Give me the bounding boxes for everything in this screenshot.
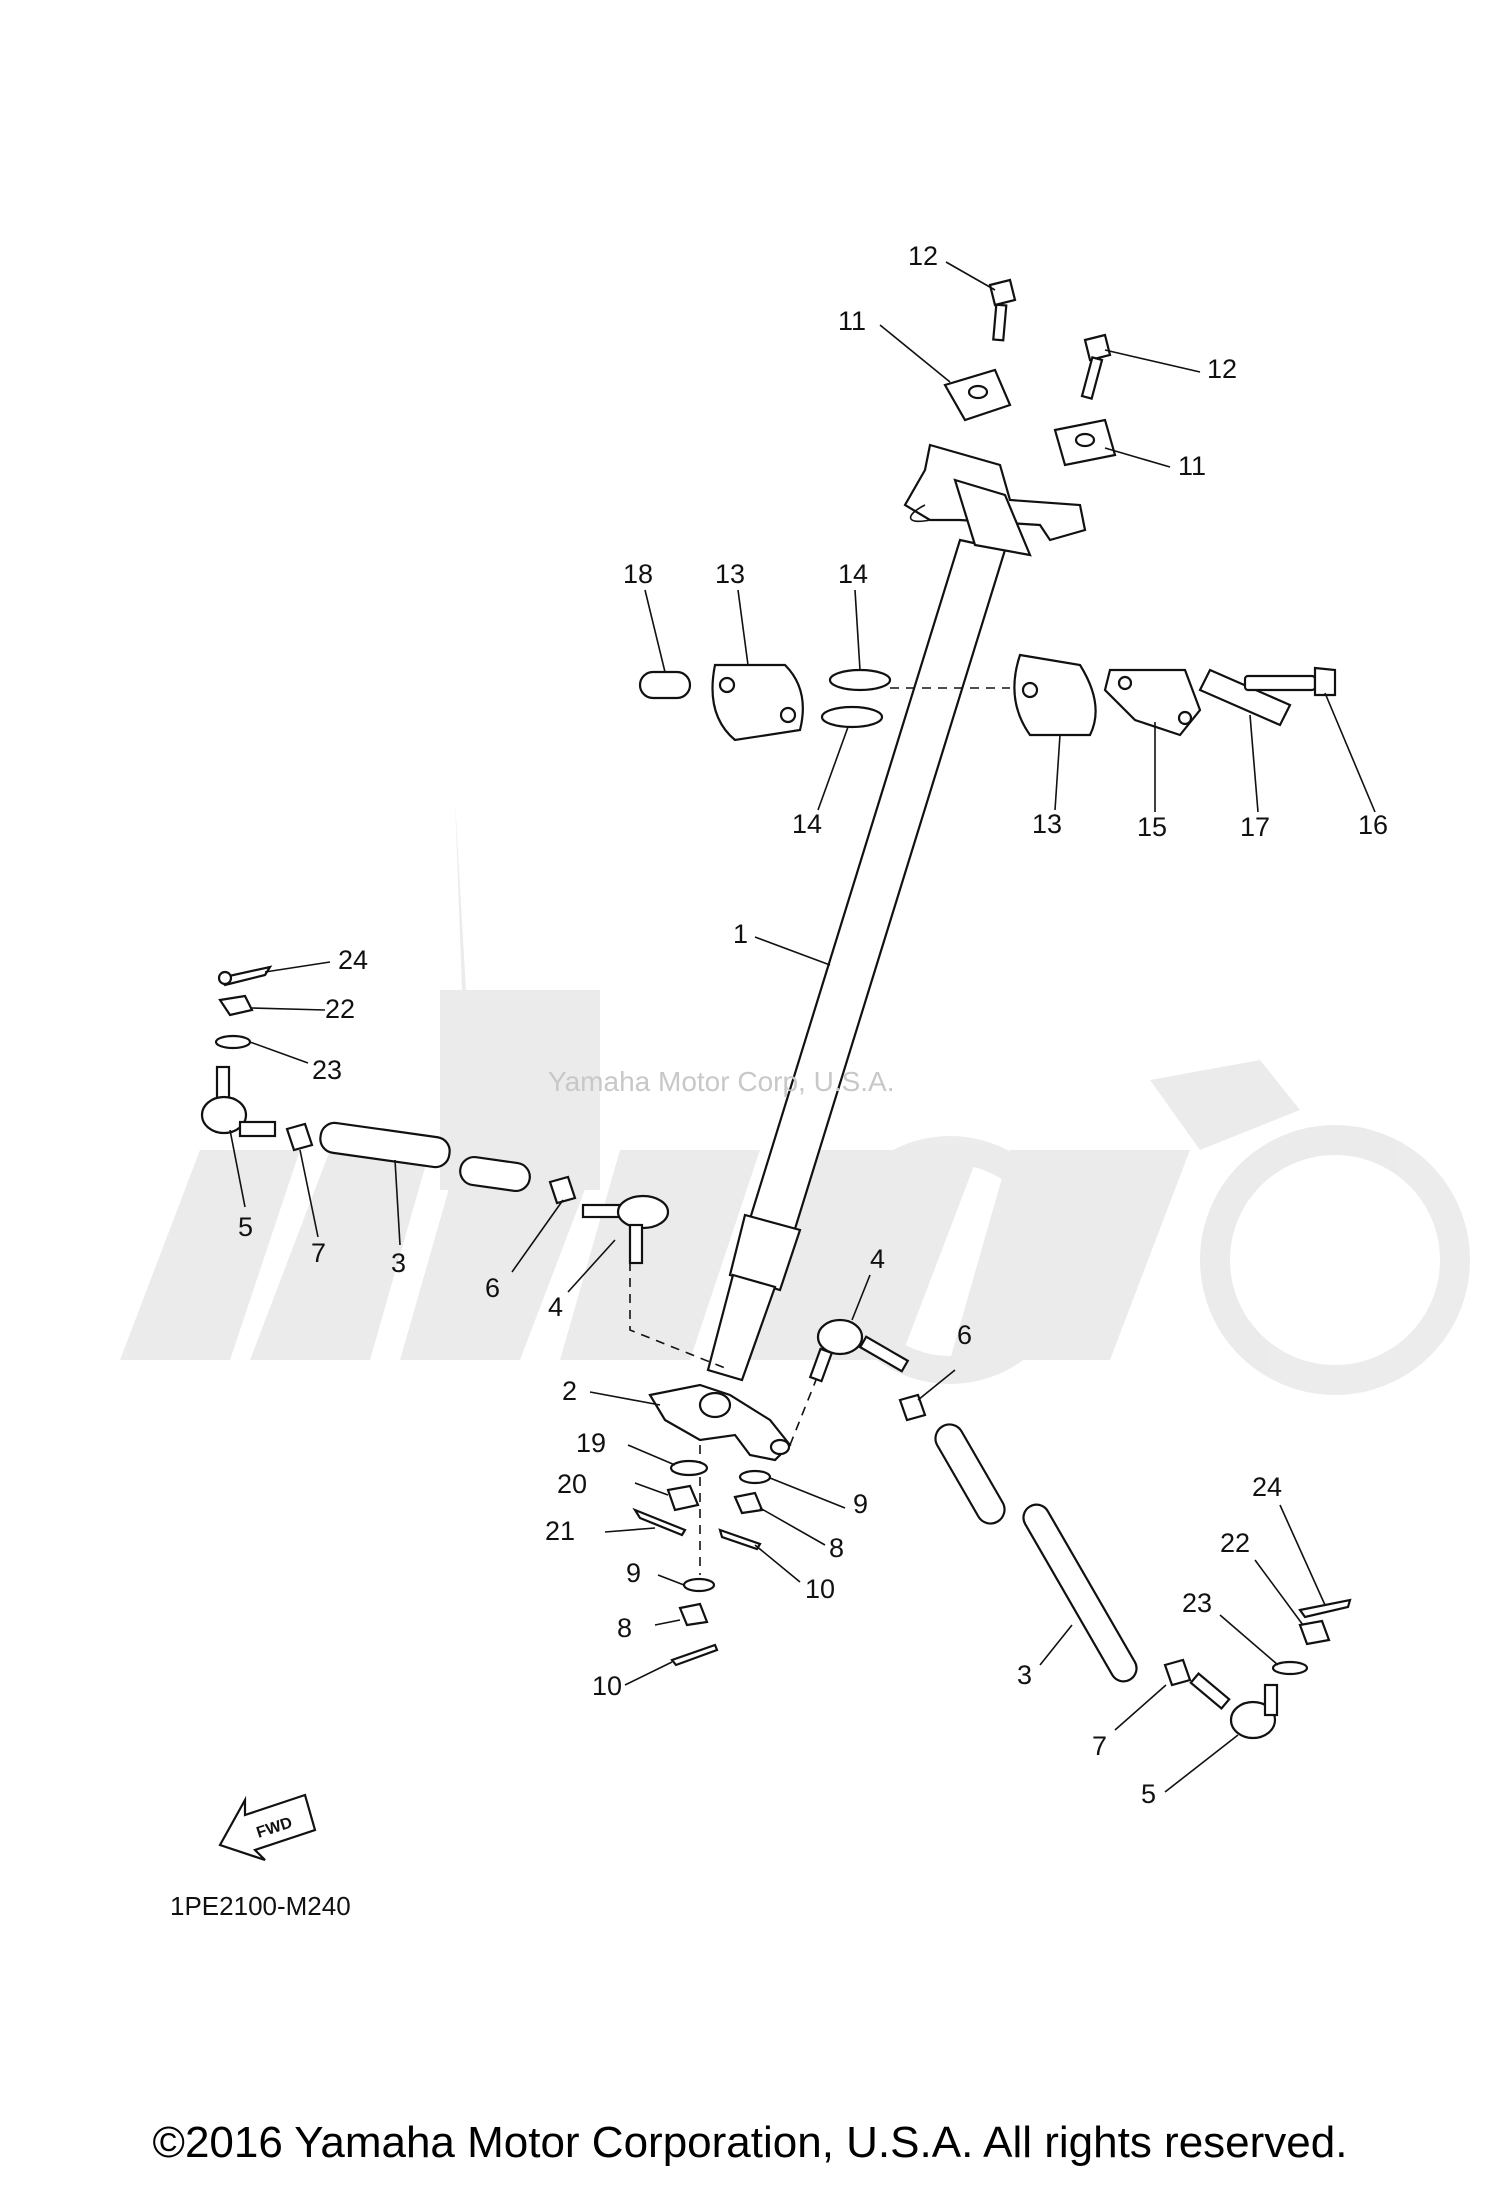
callout-4: 4 [548,1292,563,1322]
callout-22: 22 [1220,1528,1250,1558]
copyright-notice: ©2016 Yamaha Motor Corporation, U.S.A. A… [152,2118,1348,2167]
washer-right-23 [1271,1660,1309,1676]
lock-washer [1198,668,1292,727]
callout-16: 16 [1358,810,1388,840]
leader-lines [229,261,1376,1793]
callout-14: 14 [792,809,822,839]
callout-10: 10 [805,1574,835,1604]
callout-1: 1 [733,919,748,949]
cotter-pin-right-24 [1298,1598,1352,1619]
cotter-pin-10a [718,1528,762,1551]
washer-19 [669,1459,709,1477]
seal-left-upper [828,668,892,692]
tie-rod-left [319,1121,531,1193]
bolt-upper-right [1080,333,1112,400]
callout-2: 2 [562,1376,577,1406]
callout-labels: 12 11 12 11 18 13 14 14 13 15 17 16 1 24… [238,241,1388,1809]
washer-left [214,1034,252,1050]
callout-11: 11 [838,306,866,336]
callout-7: 7 [311,1238,326,1268]
callout-17: 17 [1240,812,1270,842]
nut-20 [666,1484,700,1512]
nut-left [218,994,254,1017]
callout-23: 23 [1182,1588,1212,1618]
callout-13: 13 [1032,809,1062,839]
assembly-line-right-link [789,1369,821,1446]
callout-3: 3 [391,1248,406,1278]
callout-23: 23 [312,1055,342,1085]
collar [638,670,692,700]
callout-12: 12 [908,241,938,271]
cotter-pin-10b [670,1643,719,1667]
holder-upper-left [943,368,1012,422]
diagram-code: 1PE2100-M240 [170,1891,351,1921]
tie-rod-right [934,1423,1138,1683]
callout-6: 6 [485,1273,500,1303]
callout-9: 9 [626,1558,641,1588]
callout-11: 11 [1178,451,1206,481]
locknut-left-outer [285,1122,314,1152]
locknut-right-outer [1163,1658,1192,1687]
callout-5: 5 [238,1212,253,1242]
callout-8: 8 [617,1613,632,1643]
callout-14: 14 [838,559,868,589]
callout-3: 3 [1017,1660,1032,1690]
plate [1103,668,1202,737]
callout-21: 21 [545,1516,575,1546]
callout-10: 10 [592,1671,622,1701]
callout-12: 12 [1207,354,1237,384]
bolt-right [1243,666,1337,697]
callout-7: 7 [1092,1731,1107,1761]
pitman-arm [648,1383,792,1462]
callout-20: 20 [557,1469,587,1499]
nut-8b [678,1602,709,1627]
locknut-right-inner [898,1393,927,1422]
callout-18: 18 [623,559,653,589]
locknut-left-inner [548,1175,577,1205]
tie-rod-end-right [1189,1671,1279,1740]
seal-left-lower [820,705,884,729]
bolt-upper-left [988,278,1017,342]
callout-4: 4 [870,1244,885,1274]
tie-rod-end-left-inner [581,1194,670,1265]
watermark-text: Yamaha Motor Corp, U.S.A. [548,1066,895,1097]
handlebar-bracket [903,443,1087,557]
steering-shaft [706,538,1007,1382]
callout-13: 13 [715,559,745,589]
watermark-logo [120,800,1470,1395]
washer-9a [738,1469,772,1485]
callout-24: 24 [1252,1472,1282,1502]
cotter-pin-left [217,965,273,987]
tie-rod-end-right-inner [808,1318,910,1383]
tie-rod-end-left [200,1065,277,1138]
bushing-right [1013,653,1097,737]
callout-24: 24 [338,945,368,975]
callout-15: 15 [1137,812,1167,842]
callout-5: 5 [1141,1779,1156,1809]
holder-upper-right [1053,418,1117,467]
nut-right-22 [1298,1619,1331,1646]
callout-19: 19 [576,1428,606,1458]
bushing-left [711,663,804,742]
nut-8a [733,1491,764,1515]
callout-9: 9 [853,1489,868,1519]
cotter-pin-21 [632,1507,687,1537]
assembly-line-left [629,1262,731,1371]
callout-6: 6 [957,1320,972,1350]
callout-22: 22 [325,994,355,1024]
washer-9b [682,1577,716,1593]
fwd-arrow-icon: FWD [218,1793,317,1862]
callout-8: 8 [829,1533,844,1563]
